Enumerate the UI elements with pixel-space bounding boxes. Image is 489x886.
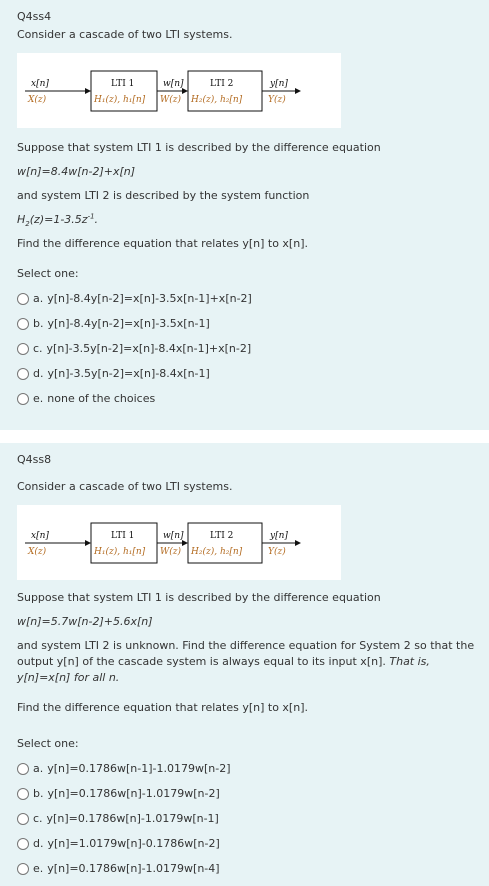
answer-choices: a.y[n]=0.1786w[n-1]-1.0179w[n-2] b.y[n]=…	[17, 756, 477, 881]
question-text: Suppose that system LTI 1 is described b…	[17, 141, 381, 154]
answer-choices: a.y[n]-8.4y[n-2]=x[n]-3.5x[n-1]+x[n-2] b…	[17, 286, 477, 411]
answer-choice-c[interactable]: c.y[n]-3.5y[n-2]=x[n]-8.4x[n-1]+x[n-2]	[17, 336, 477, 361]
question-text: and system LTI 2 is unknown. Find the di…	[17, 639, 475, 684]
question-text: Suppose that system LTI 1 is described b…	[17, 591, 381, 604]
radio-button[interactable]	[17, 392, 29, 405]
system-function: H2(z)=1-3.5z-1.	[17, 212, 99, 229]
input-signal-label: x[n]	[31, 531, 49, 541]
output-signal-label: y[n]	[270, 531, 288, 541]
input-transform-label: X(z)	[28, 95, 47, 105]
cascade-diagram-lines	[25, 70, 301, 112]
question-intro: Consider a cascade of two LTI systems.	[17, 480, 233, 493]
radio-button[interactable]	[17, 862, 29, 875]
output-transform-label: Y(z)	[268, 95, 286, 105]
radio-button[interactable]	[17, 762, 29, 775]
question-intro: Consider a cascade of two LTI systems.	[17, 28, 233, 41]
select-one-label: Select one:	[17, 267, 79, 280]
intermediate-transform-label: W(z)	[160, 547, 182, 557]
input-transform-label: X(z)	[28, 547, 47, 557]
radio-button[interactable]	[17, 837, 29, 850]
radio-button[interactable]	[17, 787, 29, 800]
difference-equation: w[n]=5.7w[n-2]+5.6x[n]	[17, 615, 153, 628]
cascade-diagram: x[n] X(z) LTI 1 H₁(z), h₁[n] w[n] W(z) L…	[17, 505, 341, 580]
answer-choice-e[interactable]: e.none of the choices	[17, 386, 477, 411]
radio-button[interactable]	[17, 342, 29, 355]
lti1-subtitle: H₁(z), h₁[n]	[94, 95, 146, 105]
radio-button[interactable]	[17, 367, 29, 380]
question-prompt: Find the difference equation that relate…	[17, 237, 308, 250]
question-text: and system LTI 2 is described by the sys…	[17, 189, 310, 202]
question-q4ss4: Q4ss4 Consider a cascade of two LTI syst…	[0, 0, 489, 430]
output-signal-label: y[n]	[270, 79, 288, 89]
difference-equation: w[n]=8.4w[n-2]+x[n]	[17, 165, 136, 178]
radio-button[interactable]	[17, 292, 29, 305]
answer-choice-e[interactable]: e.y[n]=0.1786w[n]-1.0179w[n-4]	[17, 856, 477, 881]
answer-choice-b[interactable]: b.y[n]=0.1786w[n]-1.0179w[n-2]	[17, 781, 477, 806]
radio-button[interactable]	[17, 812, 29, 825]
question-q4ss8: Q4ss8 Consider a cascade of two LTI syst…	[0, 443, 489, 886]
answer-choice-a[interactable]: a.y[n]=0.1786w[n-1]-1.0179w[n-2]	[17, 756, 477, 781]
input-signal-label: x[n]	[31, 79, 49, 89]
intermediate-transform-label: W(z)	[160, 95, 182, 105]
question-number: Q4ss8	[17, 453, 52, 466]
question-prompt: Find the difference equation that relate…	[17, 701, 308, 714]
intermediate-signal-label: w[n]	[163, 531, 184, 541]
output-transform-label: Y(z)	[268, 547, 286, 557]
lti2-title: LTI 2	[210, 531, 234, 541]
lti2-subtitle: H₂(z), h₂[n]	[191, 547, 243, 557]
answer-choice-d[interactable]: d.y[n]=1.0179w[n]-0.1786w[n-2]	[17, 831, 477, 856]
intermediate-signal-label: w[n]	[163, 79, 184, 89]
question-number: Q4ss4	[17, 10, 52, 23]
lti2-title: LTI 2	[210, 79, 234, 89]
lti1-title: LTI 1	[111, 531, 135, 541]
answer-choice-a[interactable]: a.y[n]-8.4y[n-2]=x[n]-3.5x[n-1]+x[n-2]	[17, 286, 477, 311]
radio-button[interactable]	[17, 317, 29, 330]
lti1-title: LTI 1	[111, 79, 135, 89]
lti2-subtitle: H₂(z), h₂[n]	[191, 95, 243, 105]
answer-choice-b[interactable]: b.y[n]-8.4y[n-2]=x[n]-3.5x[n-1]	[17, 311, 477, 336]
cascade-diagram: x[n] X(z) LTI 1 H₁(z), h₁[n] w[n] W(z) L…	[17, 53, 341, 128]
select-one-label: Select one:	[17, 737, 79, 750]
cascade-diagram-lines	[25, 522, 301, 564]
answer-choice-c[interactable]: c.y[n]=0.1786w[n]-1.0179w[n-1]	[17, 806, 477, 831]
lti1-subtitle: H₁(z), h₁[n]	[94, 547, 146, 557]
answer-choice-d[interactable]: d.y[n]-3.5y[n-2]=x[n]-8.4x[n-1]	[17, 361, 477, 386]
